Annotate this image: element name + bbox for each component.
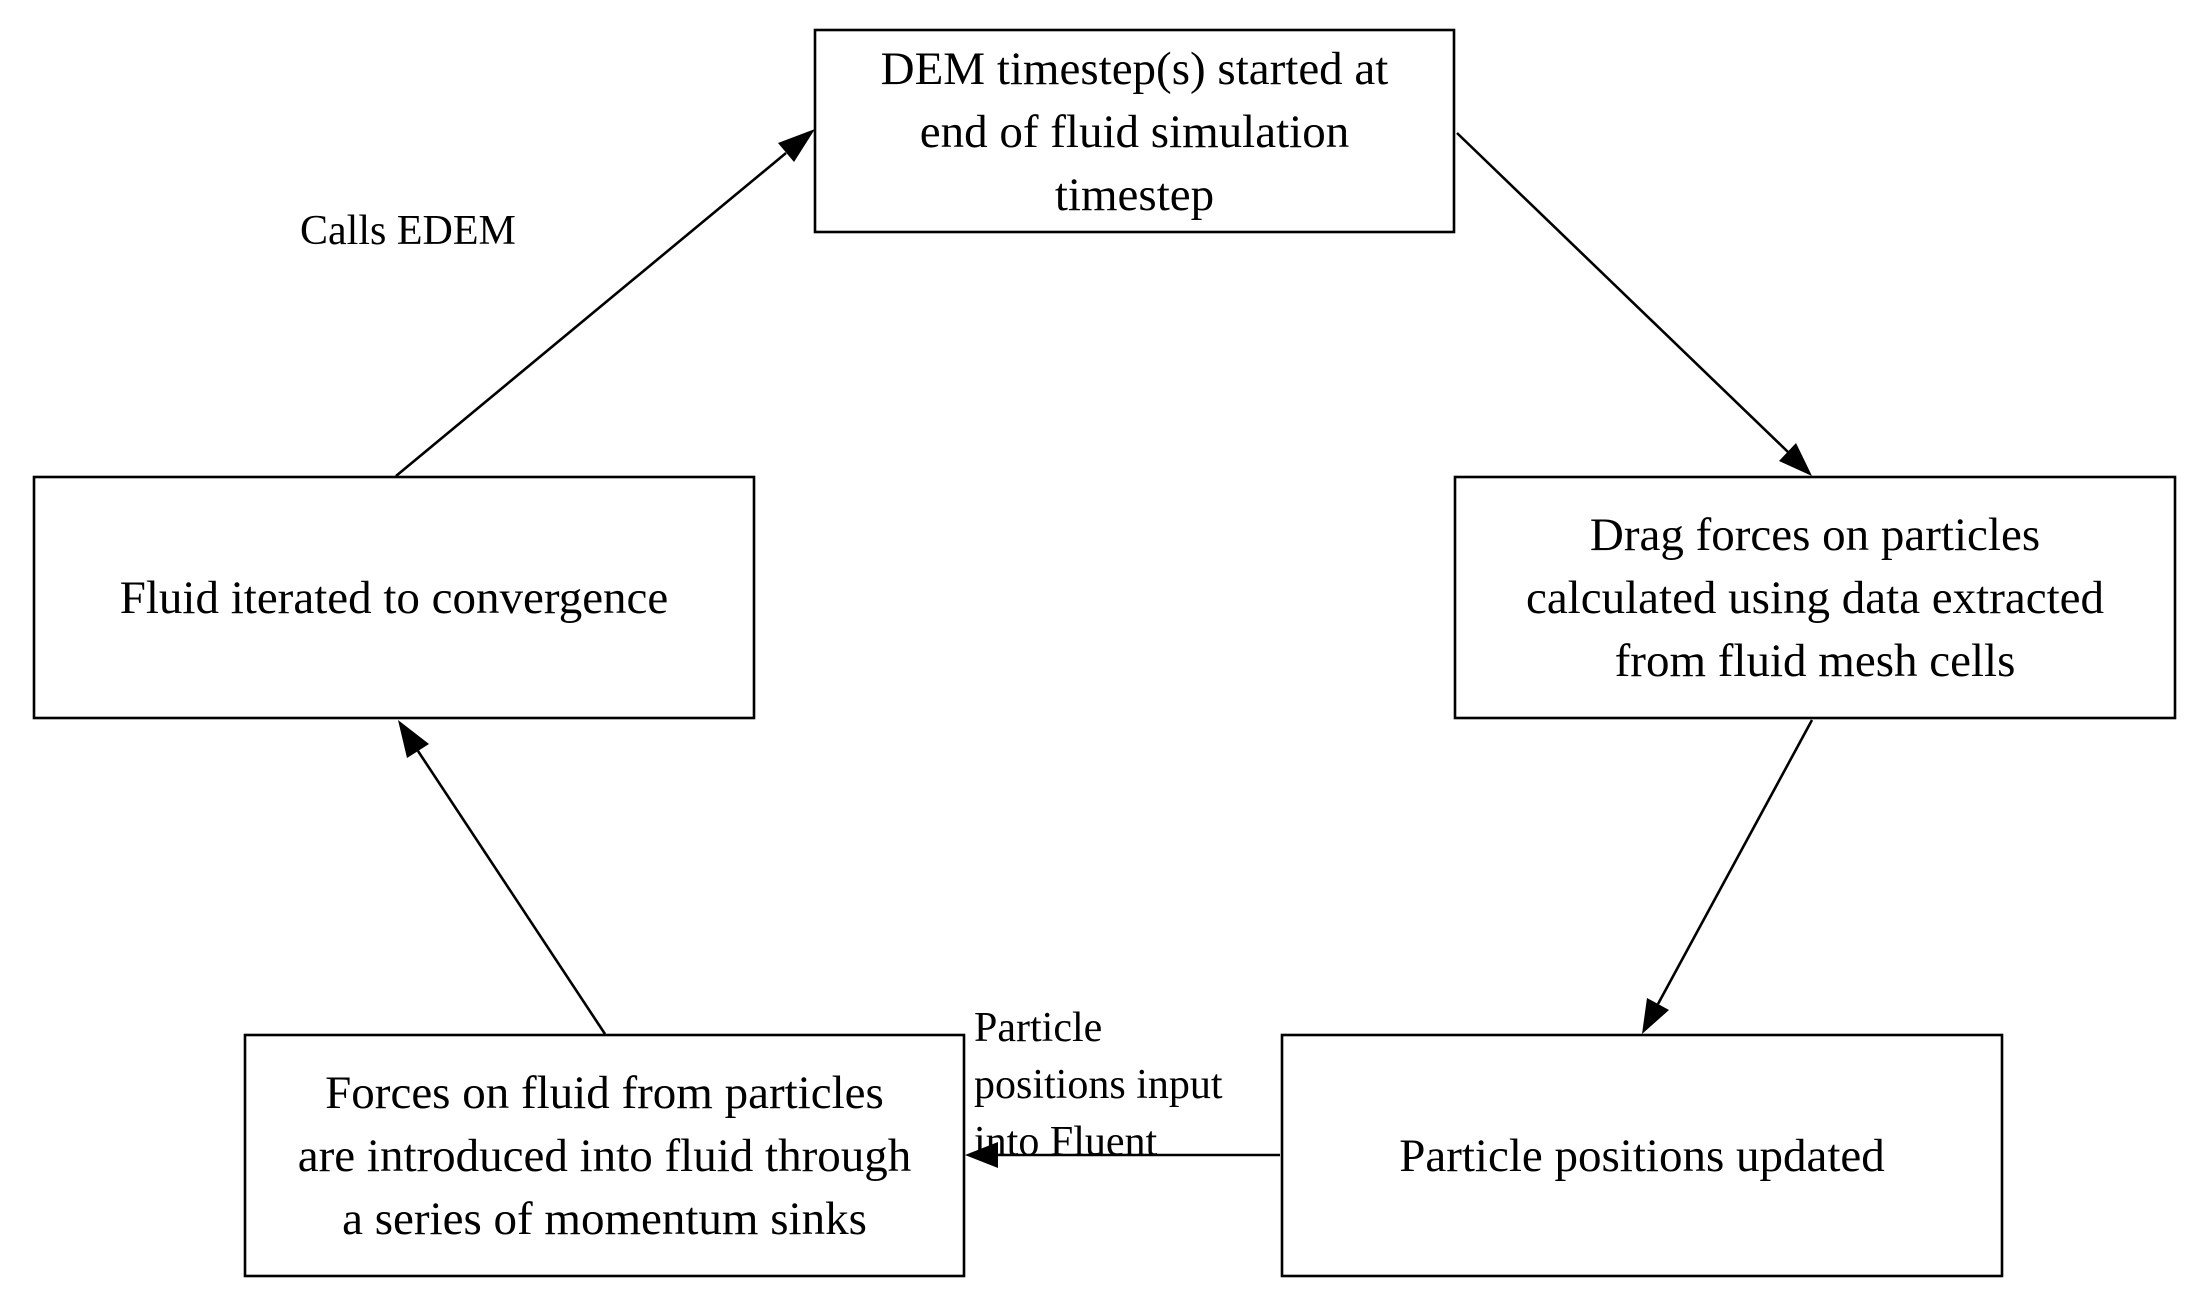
node-particle-positions-updated: Particle positions updated [1280, 1033, 2004, 1278]
node-drag-forces-calculated: Drag forces on particles calculated using… [1453, 475, 2177, 720]
edge-line [1456, 132, 1789, 453]
node-dem-timestep-started: DEM timestep(s) started at end of fluid s… [813, 28, 1456, 234]
edge-dem-to-drag [1456, 132, 1812, 476]
text-line: Drag forces on particles [1590, 509, 2040, 561]
text-line: Forces on fluid from particles [325, 1067, 884, 1119]
text-line: end of fluid simulation [920, 106, 1349, 158]
text-line: are introduced into fluid through [298, 1130, 911, 1182]
text-line: Fluid iterated to convergence [120, 572, 669, 624]
text-line: Particle [974, 1005, 1102, 1051]
node-text: Fluid iterated to convergence [120, 572, 669, 624]
node-text: Drag forces on particles calculated using… [1526, 509, 2104, 687]
edge-line [395, 151, 787, 478]
text-line: positions input [974, 1062, 1223, 1108]
node-box [813, 28, 1456, 234]
node-box [32, 475, 756, 720]
edge-drag-to-positions [1642, 719, 1814, 1034]
node-box [1280, 1033, 2004, 1278]
node-text: Forces on fluid from particles are introd… [298, 1067, 911, 1245]
node-forces-on-fluid: Forces on fluid from particles are introd… [243, 1033, 966, 1278]
text-line: into Fluent [974, 1119, 1158, 1165]
arrowhead-icon [965, 1142, 998, 1168]
node-text: Particle positions updated [1399, 1130, 1885, 1182]
arrowhead-icon [1779, 443, 1812, 476]
edge-label-calls-edem: Calls EDEM [300, 208, 516, 254]
text-line: DEM timestep(s) started at [881, 43, 1389, 95]
edge-line [1656, 719, 1814, 1005]
arrowhead-icon [398, 720, 429, 758]
edge-line [416, 750, 607, 1035]
edge-fluid-to-dem [395, 129, 815, 478]
node-text: DEM timestep(s) started at end of fluid s… [881, 43, 1389, 221]
edge-positions-to-fluid-forces [965, 1142, 1280, 1168]
edge-label-particle-positions-input: Particle positions input into Fluent [974, 1005, 1223, 1165]
arrowhead-icon [1642, 998, 1669, 1034]
text-line: a series of momentum sinks [342, 1193, 867, 1245]
arrowhead-icon [778, 129, 815, 162]
node-fluid-iterated-convergence: Fluid iterated to convergence [32, 475, 756, 720]
text-line: Calls EDEM [300, 208, 516, 254]
edge-fluid-forces-to-converge [398, 720, 607, 1035]
text-line: from fluid mesh cells [1615, 635, 2016, 687]
node-box [1453, 475, 2177, 720]
text-line: calculated using data extracted [1526, 572, 2104, 624]
node-box [243, 1033, 966, 1278]
text-line: Particle positions updated [1399, 1130, 1885, 1182]
text-line: timestep [1055, 169, 1214, 221]
